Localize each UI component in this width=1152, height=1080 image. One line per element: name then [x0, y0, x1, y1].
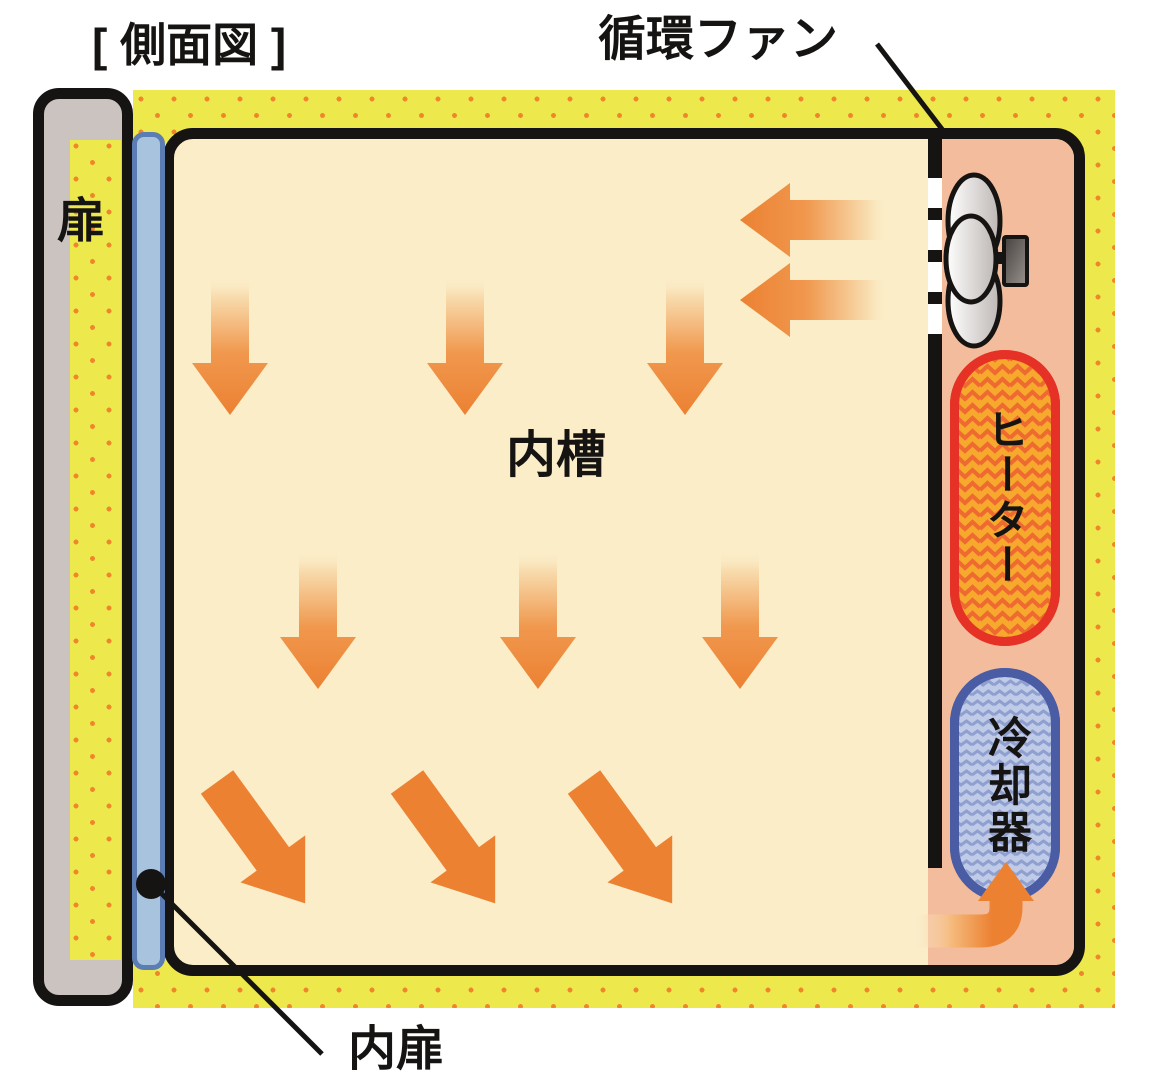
diagram-title: [ 側面図 ] [92, 19, 287, 71]
partition-vent [928, 304, 942, 334]
cooler-label: 冷却器 [981, 714, 1030, 856]
inner-tank [163, 128, 1085, 976]
cooler [950, 668, 1060, 902]
partition-vent [928, 262, 942, 292]
fan-label: 循環ファン [598, 13, 839, 66]
door-insulation-strip [70, 140, 121, 960]
partition-vent [928, 178, 942, 208]
partition-wall [928, 139, 942, 868]
door-label: 扉 [57, 195, 106, 248]
inner-door-label: 内扉 [348, 1023, 445, 1076]
outer-door [33, 88, 133, 1006]
inner-door [132, 132, 165, 970]
heater-label: ヒーター [981, 408, 1029, 588]
heater [950, 350, 1060, 646]
inner-tank-label: 内槽 [506, 427, 606, 483]
partition-vent [928, 220, 942, 250]
